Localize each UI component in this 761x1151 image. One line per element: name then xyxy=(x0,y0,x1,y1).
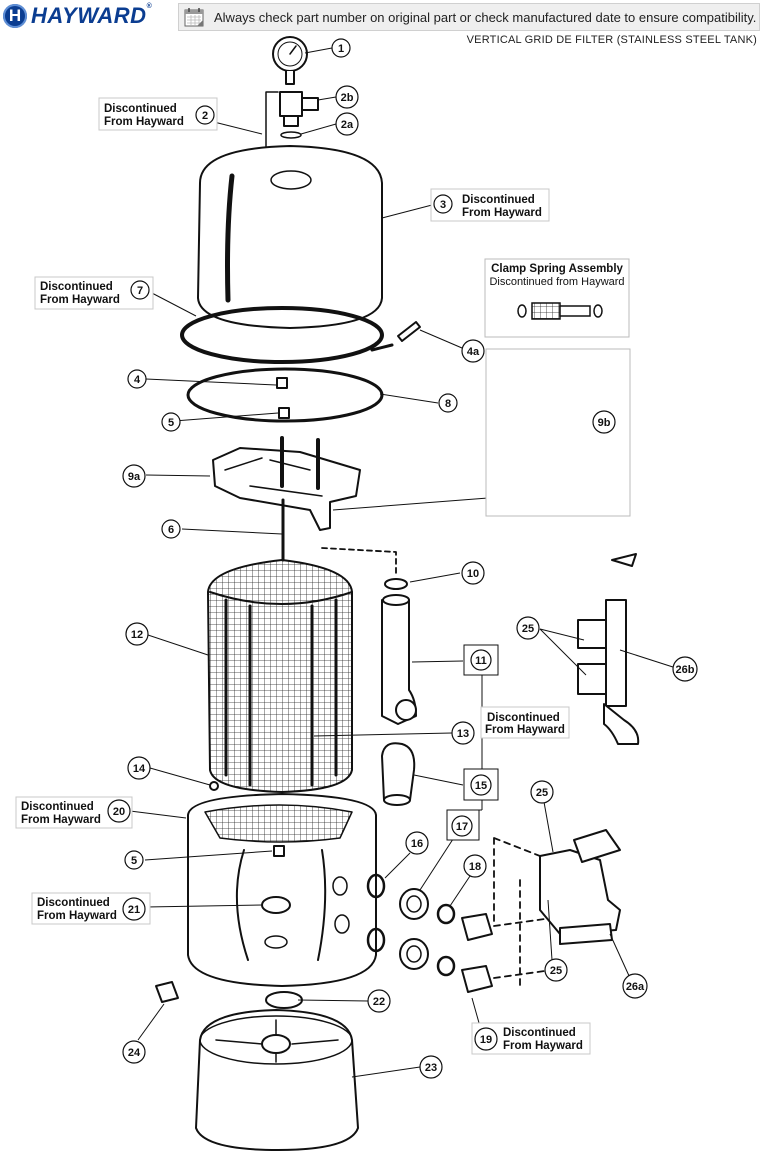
disc-11-line1: Discontinued xyxy=(487,712,560,724)
callout-5-lower: 5 xyxy=(131,855,137,867)
callout-26b: 26b xyxy=(676,664,695,676)
base-o-ring-part xyxy=(265,991,303,1009)
callout-13: 13 xyxy=(457,728,469,740)
callout-11: 11 xyxy=(475,655,487,667)
compatibility-notice: Always check part number on original par… xyxy=(178,3,760,31)
discontinued-box-11-15 xyxy=(480,706,570,739)
callout-1: 1 xyxy=(338,43,344,55)
disc-7-line2: From Hayward xyxy=(40,294,120,306)
disc-2-line2: From Hayward xyxy=(104,116,184,128)
callout-4a: 4a xyxy=(467,346,480,358)
inset-subtitle: Discontinued from Hayward xyxy=(489,276,624,288)
disc-20-line1: Discontinued xyxy=(21,801,94,813)
push-pull-valve-26a-part xyxy=(539,829,621,945)
callout-17: 17 xyxy=(456,821,468,833)
callout-6: 6 xyxy=(168,524,174,536)
callout-23: 23 xyxy=(425,1062,437,1074)
disc-3-line2: From Hayward xyxy=(462,207,542,219)
callout-22: 22 xyxy=(373,996,385,1008)
filter-grid-element-part xyxy=(207,559,353,793)
manifold-part xyxy=(212,436,361,531)
notice-text: Always check part number on original par… xyxy=(214,9,757,25)
callout-24: 24 xyxy=(128,1047,141,1059)
disc-19-line2: From Hayward xyxy=(503,1040,583,1052)
tank-body-part xyxy=(187,793,377,987)
disc-19-line1: Discontinued xyxy=(503,1027,576,1039)
callout-7: 7 xyxy=(137,285,143,297)
callout-15: 15 xyxy=(475,780,487,792)
tank-base-part xyxy=(195,1009,359,1151)
callout-8: 8 xyxy=(445,398,451,410)
clamp-bolt-part xyxy=(397,321,421,342)
callout-9a: 9a xyxy=(128,471,141,483)
hayward-logo-text: HAYWARD xyxy=(31,3,147,28)
bulkhead-fittings-part xyxy=(366,873,493,993)
callout-9b: 9b xyxy=(598,417,611,429)
pressure-gauge-part xyxy=(272,36,308,85)
callout-25-middle: 25 xyxy=(536,787,548,799)
locating-pin-part xyxy=(209,781,219,791)
callout-5: 5 xyxy=(168,417,174,429)
nut-part xyxy=(276,377,290,419)
callout-21: 21 xyxy=(128,904,140,916)
inset-title: Clamp Spring Assembly xyxy=(491,263,623,275)
registered-mark: ® xyxy=(146,3,153,10)
callout-12: 12 xyxy=(131,629,143,641)
disc-21-line2: From Hayward xyxy=(37,910,117,922)
page-subtitle: VERTICAL GRID DE FILTER (STAINLESS STEEL… xyxy=(466,34,757,46)
disc-20-line2: From Hayward xyxy=(21,814,101,826)
clamp-spring-part xyxy=(517,302,603,320)
callout-16: 16 xyxy=(411,838,423,850)
clamp-spring-inset xyxy=(484,258,630,338)
callout-18: 18 xyxy=(469,861,481,873)
disc-2-line1: Discontinued xyxy=(104,103,177,115)
clamp-band-part xyxy=(180,306,394,364)
callout-3: 3 xyxy=(440,199,446,211)
elbow-o-ring-part xyxy=(384,578,408,590)
callout-4: 4 xyxy=(134,374,141,386)
header: H HAYWARD® Always check part number on o… xyxy=(0,0,761,34)
disc-11-line2: From Hayward xyxy=(485,724,565,736)
callout-2b: 2b xyxy=(341,92,354,104)
hayward-logo[interactable]: H HAYWARD® xyxy=(3,3,152,29)
callout-25-top: 25 xyxy=(522,623,534,635)
callout-19: 19 xyxy=(480,1034,492,1046)
outlet-elbow-part xyxy=(381,594,417,725)
hayward-logo-mark: H xyxy=(3,4,27,28)
tank-lid-part xyxy=(197,145,383,329)
callout-2: 2 xyxy=(202,110,208,122)
callout-2a: 2a xyxy=(341,119,354,131)
callout-25-bottom: 25 xyxy=(550,965,562,977)
callout-14: 14 xyxy=(133,763,146,775)
callout-10: 10 xyxy=(467,568,479,580)
disc-7-line1: Discontinued xyxy=(40,281,113,293)
drain-plug-part xyxy=(155,981,179,1003)
tank-o-ring-part xyxy=(186,367,384,423)
push-pull-valve-26b-part xyxy=(577,553,640,745)
inlet-elbow-part xyxy=(381,742,416,806)
callout-26a: 26a xyxy=(626,981,645,993)
disc-21-line1: Discontinued xyxy=(37,897,110,909)
drain-nut-part xyxy=(273,845,285,857)
disc-3-line1: Discontinued xyxy=(462,194,535,206)
calendar-icon xyxy=(184,8,204,27)
callout-20: 20 xyxy=(113,806,125,818)
